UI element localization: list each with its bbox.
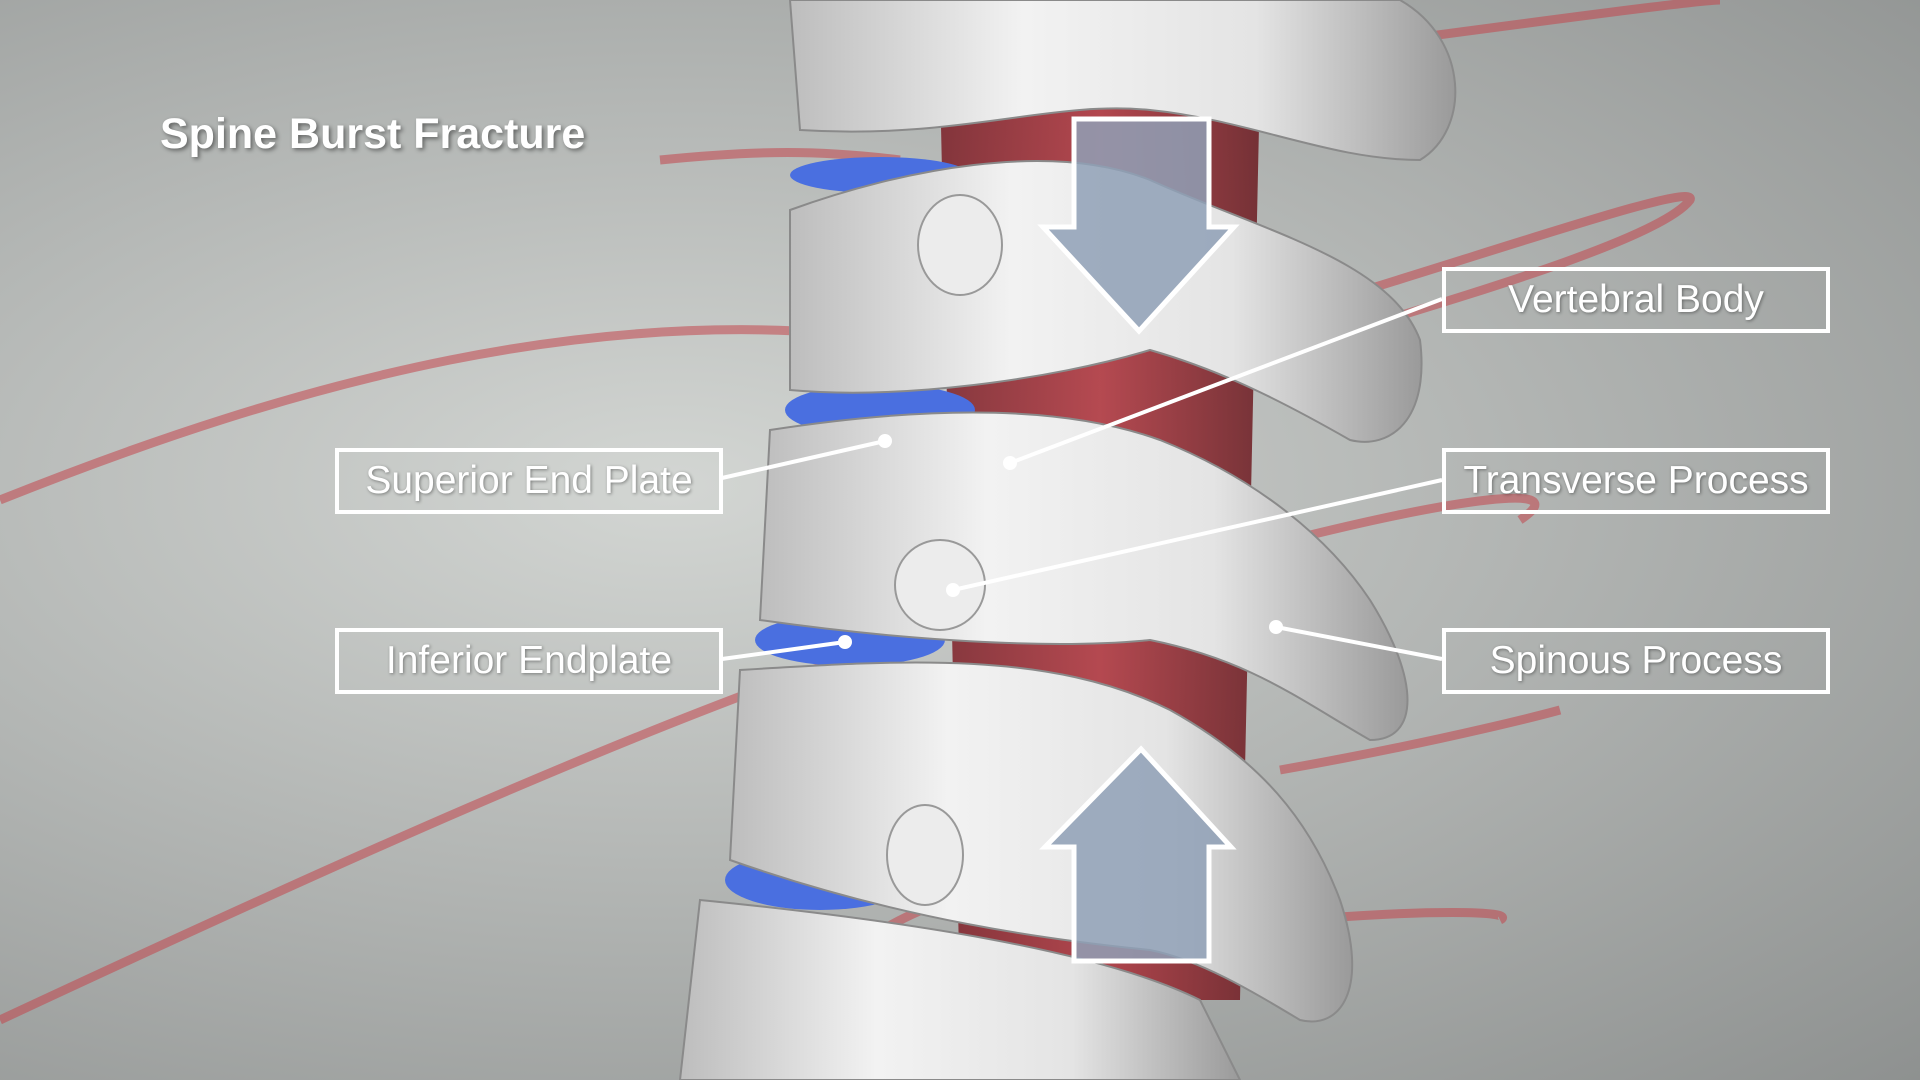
label-superior-end-plate: Superior End Plate	[335, 448, 723, 514]
up-compression-arrow	[1039, 745, 1237, 964]
vertebrae	[678, 0, 1457, 1080]
diagram-title: Spine Burst Fracture	[160, 110, 586, 158]
facets	[886, 194, 1003, 906]
down-compression-arrow	[1037, 116, 1240, 335]
leader-lines	[721, 297, 1443, 661]
label-inferior-endplate: Inferior Endplate	[335, 628, 723, 694]
label-spinous-process: Spinous Process	[1442, 628, 1830, 694]
label-transverse-process: Transverse Process	[1442, 448, 1830, 514]
label-vertebral-body: Vertebral Body	[1442, 267, 1830, 333]
